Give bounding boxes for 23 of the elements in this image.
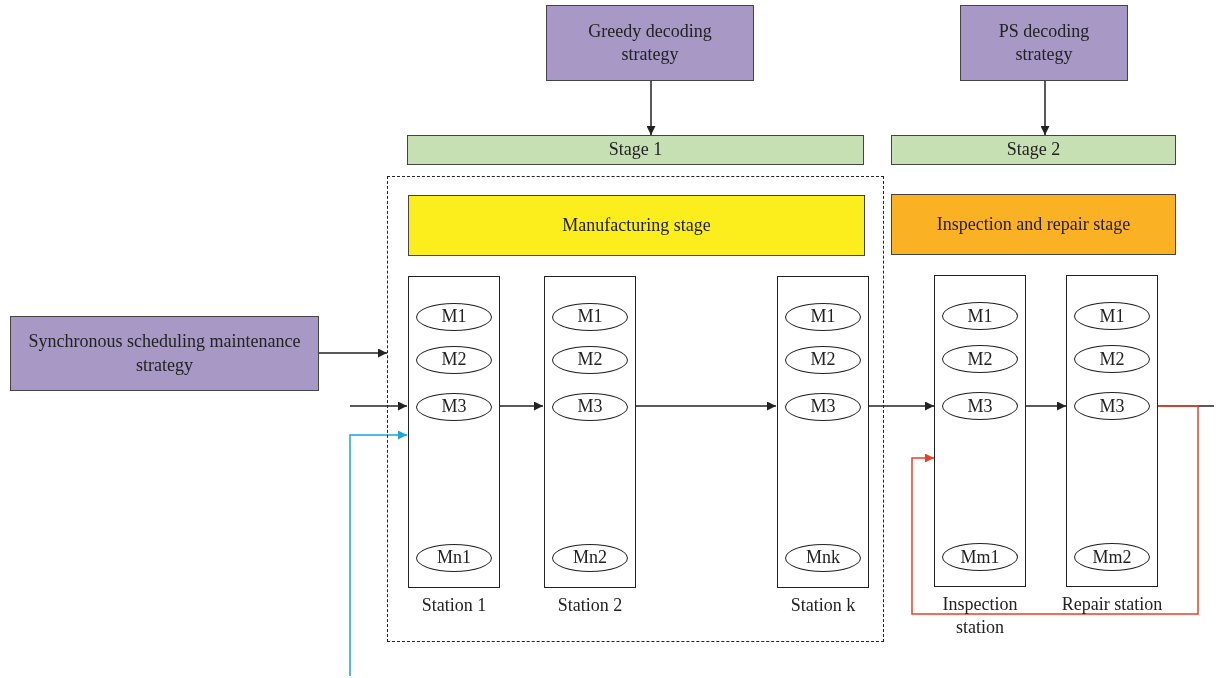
stage-bar: Stage 1 bbox=[407, 135, 864, 165]
strategy-box: Synchronous scheduling maintenance strategy bbox=[10, 316, 319, 391]
arrow bbox=[1025, 401, 1067, 411]
dashed-boundary bbox=[387, 176, 884, 642]
station-label: Station 2 bbox=[556, 594, 624, 617]
strategy-box: PS decoding strategy bbox=[960, 5, 1128, 81]
arrow bbox=[867, 401, 935, 411]
station-label: Repair station bbox=[1060, 593, 1164, 616]
station-label: Station k bbox=[789, 594, 857, 617]
station-label: Inspection station bbox=[941, 593, 1019, 640]
station-label: Station 1 bbox=[420, 594, 488, 617]
stage-bar: Stage 2 bbox=[891, 135, 1176, 165]
arrow bbox=[349, 430, 408, 677]
arrow bbox=[498, 401, 544, 411]
arrow bbox=[1040, 80, 1050, 136]
arrow bbox=[911, 405, 1199, 615]
arrow bbox=[634, 401, 777, 411]
strategy-box: Greedy decoding strategy bbox=[546, 5, 754, 81]
arrow bbox=[349, 401, 408, 411]
stage-box: Inspection and repair stage bbox=[891, 194, 1176, 255]
arrow bbox=[646, 80, 656, 136]
stage-box: Manufacturing stage bbox=[408, 195, 865, 256]
arrow bbox=[318, 348, 388, 358]
